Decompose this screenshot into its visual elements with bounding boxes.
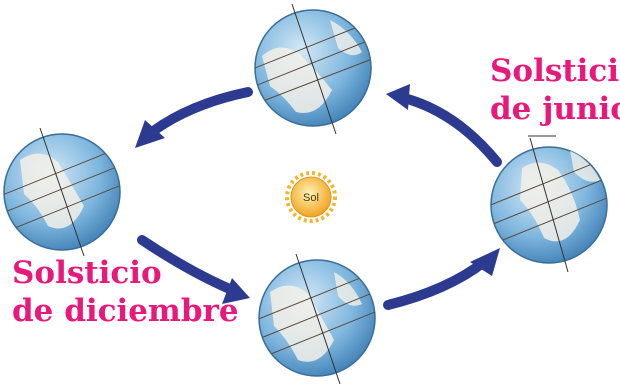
arrow-bottom-to-right bbox=[383, 248, 500, 310]
june-solstice-line1: Solsticio bbox=[490, 53, 620, 89]
arrow-right-to-top bbox=[386, 84, 502, 167]
earth-globe-right bbox=[490, 135, 608, 273]
december-solstice-label: Solsticio de diciembre bbox=[12, 254, 239, 330]
sun-disc bbox=[290, 176, 332, 218]
earth-globe-top bbox=[254, 3, 372, 135]
earth-globe-bottom bbox=[258, 253, 376, 385]
sun-label: Sol bbox=[303, 192, 319, 204]
december-solstice-line2: de diciembre bbox=[12, 293, 239, 329]
sun-rays bbox=[285, 171, 337, 223]
june-solstice-label: Solsticio de junio bbox=[490, 52, 620, 128]
june-solstice-line2: de junio bbox=[490, 91, 620, 127]
sun: Sol bbox=[285, 171, 337, 223]
arrow-top-to-left bbox=[135, 87, 253, 148]
earth-globe-left bbox=[3, 127, 121, 257]
december-solstice-line1: Solsticio bbox=[12, 255, 162, 291]
arrow-left-to-bottom bbox=[137, 235, 250, 304]
orbit-arrows bbox=[135, 84, 502, 310]
